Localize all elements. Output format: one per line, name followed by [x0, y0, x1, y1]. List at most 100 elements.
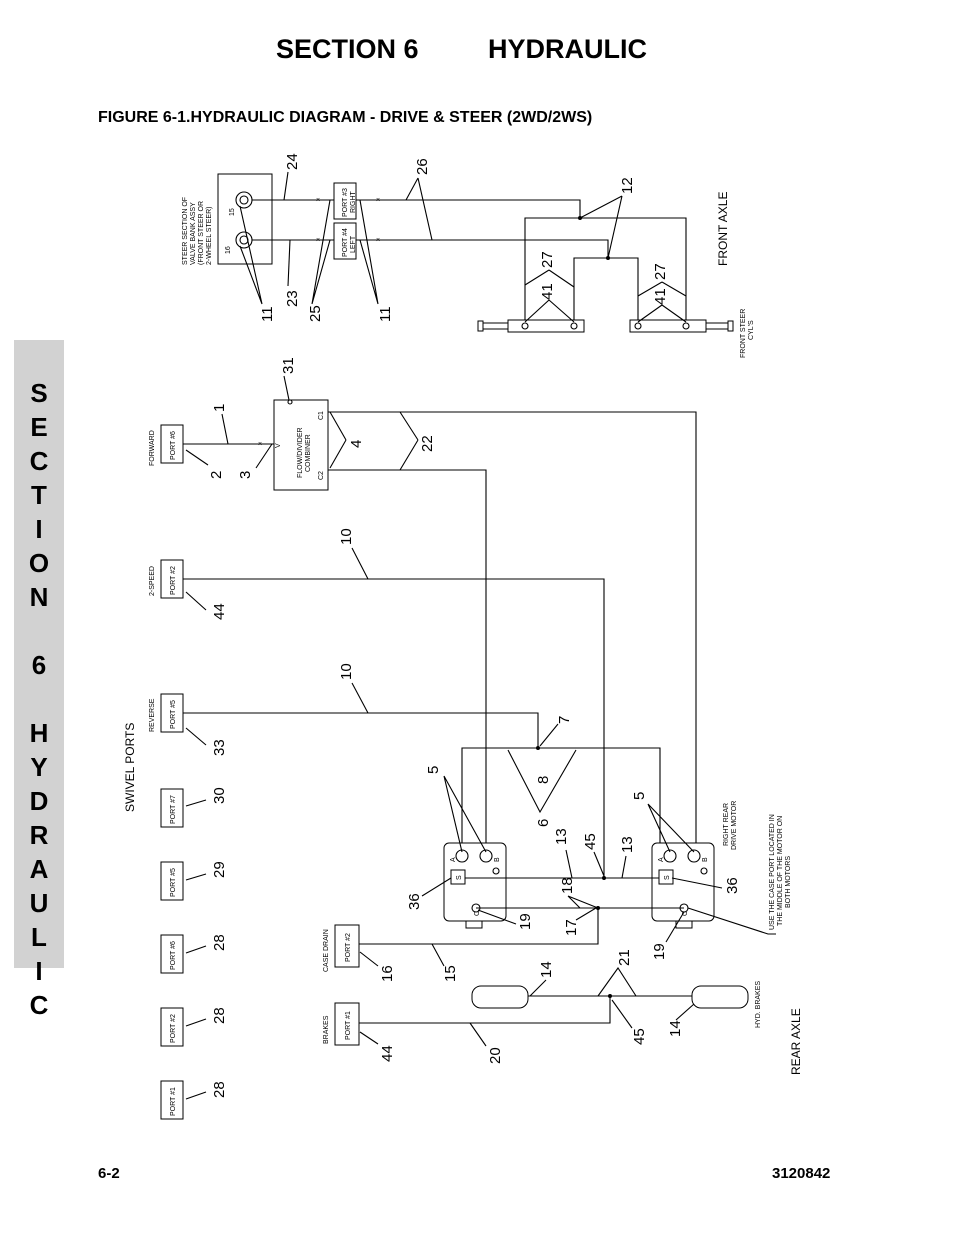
callout-19-right: 19	[651, 943, 668, 960]
swivel-port-1: PORT #1	[160, 1080, 184, 1120]
callout-14-right: 14	[667, 1020, 684, 1037]
svg-text:VALVE BANK ASSY: VALVE BANK ASSY	[190, 202, 197, 265]
callout-23: 23	[284, 290, 301, 307]
left-rear-drive-motor: A B S C	[443, 842, 507, 929]
svg-text:THE MIDDLE OF THE MOTOR ON: THE MIDDLE OF THE MOTOR ON	[777, 816, 784, 926]
case-drain-hose	[359, 908, 599, 945]
svg-text:×: ×	[376, 237, 380, 244]
callout-41-left: 41	[539, 283, 556, 300]
section-name: HYDRAULIC	[488, 34, 647, 64]
side-tab-letter: T	[31, 480, 47, 510]
v-label: V	[275, 443, 282, 448]
callout-20: 20	[487, 1047, 504, 1064]
front-steer-cylinder-left	[477, 319, 585, 333]
callout-11-left: 11	[259, 306, 276, 322]
callout-14-left: 14	[538, 961, 555, 978]
port-4-label: PORT #4	[342, 228, 349, 257]
case-drain-port-2: PORT #2	[334, 924, 360, 968]
right-rear-drive-motor: A B S C	[651, 842, 715, 929]
callout-19-left: 19	[517, 913, 534, 930]
side-tab-letter: D	[29, 786, 49, 816]
front-steer-cyl-label: FRONT STEER CYL'S	[740, 309, 755, 358]
side-tab-letter: O	[28, 548, 50, 578]
port-3-label: PORT #3	[342, 188, 349, 217]
callout-5-left-leader	[443, 775, 487, 853]
svg-text:×: ×	[376, 197, 380, 204]
svg-text:FRONT STEER: FRONT STEER	[740, 309, 747, 358]
case-port-note: USE THE CASE PORT LOCATED IN THE MIDDLE …	[769, 814, 792, 930]
svg-text:PORT #5: PORT #5	[170, 868, 177, 897]
right-rear-motor-label: RIGHT REAR DRIVE MOTOR	[723, 801, 738, 850]
svg-text:A: A	[450, 857, 457, 862]
side-tab-letter: I	[35, 514, 43, 544]
callout-15: 15	[442, 965, 459, 982]
callout-22: 22	[419, 435, 436, 452]
side-tab-letter: H	[29, 718, 49, 748]
port-15-label: 15	[229, 208, 236, 216]
svg-text:C: C	[682, 911, 689, 916]
callout-36-left: 36	[406, 893, 423, 910]
callout-26: 26	[414, 158, 431, 175]
svg-text:RIGHT REAR: RIGHT REAR	[723, 803, 730, 846]
svg-text:PORT #1: PORT #1	[170, 1087, 177, 1116]
document-number: 3120842	[772, 1165, 831, 1182]
page-number: 6-2	[98, 1165, 120, 1182]
side-tab-letter: N	[29, 582, 49, 612]
callout-28-a: 28	[211, 934, 228, 951]
callout-5-right: 5	[631, 792, 648, 800]
two-speed-hose	[183, 578, 605, 878]
svg-text:×: ×	[258, 441, 262, 448]
callout-44-top: 44	[211, 603, 228, 620]
brake-supply-hose	[359, 996, 611, 1024]
svg-text:USE THE CASE PORT LOCATED IN: USE THE CASE PORT LOCATED IN	[769, 814, 776, 930]
svg-text:PORT #7: PORT #7	[170, 795, 177, 824]
right-brake	[691, 985, 749, 1009]
svg-text:S: S	[664, 875, 671, 880]
svg-text:PORT #2: PORT #2	[170, 566, 177, 595]
steer-valve-box	[217, 173, 273, 265]
callout-2: 2	[208, 471, 225, 479]
svg-text:PORT #5: PORT #5	[170, 700, 177, 729]
callout-17: 17	[563, 919, 580, 936]
callout-5-left: 5	[425, 766, 442, 774]
callout-4: 4	[348, 440, 365, 448]
svg-text:B: B	[494, 857, 501, 862]
side-tab-letter: U	[29, 888, 49, 918]
callout-28-c: 28	[211, 1081, 228, 1098]
swivel-port-2: PORT #2	[160, 1007, 184, 1047]
flow-divider-box	[273, 399, 329, 491]
callout-3: 3	[237, 471, 254, 479]
callout-27-right: 27	[652, 263, 669, 280]
swivel-port-8: PORT #6	[160, 934, 184, 974]
reverse-split-hose	[461, 747, 661, 852]
callout-44-bottom: 44	[379, 1045, 396, 1062]
callout-7: 7	[556, 716, 573, 724]
svg-text:COMBINER: COMBINER	[305, 434, 312, 472]
svg-text:LEFT: LEFT	[350, 235, 357, 253]
svg-text:PORT #2: PORT #2	[345, 933, 352, 962]
steer-valve: 15 16 STEER SECTION OF VALVE BANK ASSY (…	[182, 173, 273, 265]
callout-10-bottom: 10	[338, 663, 355, 680]
callout-16: 16	[379, 965, 396, 982]
callout-45-top: 45	[582, 833, 599, 850]
side-tab-letter: C	[29, 446, 49, 476]
swivel-ports-label: SWIVEL PORTS	[123, 723, 137, 812]
callout-8-6-leader	[507, 749, 577, 814]
callout-21: 21	[616, 949, 633, 966]
side-tab-letter: L	[31, 922, 47, 952]
side-tab-letter: E	[30, 412, 48, 442]
front-steer-cylinder-right	[629, 319, 734, 333]
swivel-port-6: PORT #6	[160, 424, 184, 464]
callout-31: 31	[280, 357, 297, 374]
svg-text:×: ×	[316, 197, 320, 204]
svg-text:BOTH MOTORS: BOTH MOTORS	[785, 856, 792, 908]
port-4-box	[333, 222, 357, 260]
callout-24: 24	[284, 153, 301, 170]
svg-text:STEER SECTION OF: STEER SECTION OF	[182, 197, 189, 265]
callout-36-right: 36	[724, 877, 741, 894]
side-tab-letter: Y	[30, 752, 48, 782]
port-3-box	[333, 182, 357, 220]
callout-18: 18	[559, 877, 576, 894]
